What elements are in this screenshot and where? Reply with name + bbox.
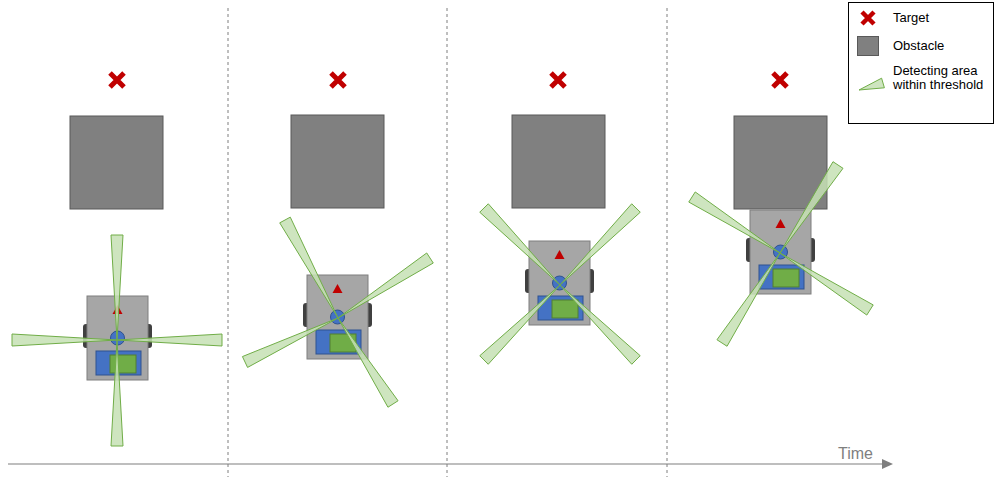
- detecting-beam: [117, 334, 222, 346]
- target-mark: [773, 73, 787, 87]
- time-axis: [8, 463, 882, 464]
- detecting-beam: [12, 334, 117, 346]
- detecting-beam: [560, 285, 640, 364]
- detecting-beam: [111, 235, 123, 340]
- target-mark: [331, 73, 345, 87]
- time-step: [480, 73, 641, 364]
- detecting-beam: [780, 253, 873, 315]
- time-step: [12, 73, 222, 446]
- legend-swatch: [857, 36, 879, 56]
- detecting-beam: [780, 162, 843, 253]
- time-step: [242, 73, 433, 407]
- legend-text: Target: [893, 11, 991, 25]
- detecting-beam: [560, 204, 640, 285]
- target-mark: [862, 12, 874, 24]
- time-arrowhead: [882, 459, 893, 469]
- time-step: [689, 73, 873, 346]
- detecting-beam: [717, 253, 780, 346]
- target-mark: [551, 73, 565, 87]
- target-mark: [110, 73, 124, 87]
- panel-separator: [228, 8, 229, 477]
- panel-separator: [667, 8, 668, 477]
- obstacle: [734, 116, 827, 209]
- detecting-beam: [280, 217, 338, 318]
- detecting-beam: [111, 340, 123, 446]
- detecting-beam: [480, 285, 560, 364]
- obstacle: [70, 116, 163, 209]
- panel-separator: [447, 8, 448, 477]
- detecting-beam: [859, 78, 884, 90]
- detecting-beam: [338, 318, 398, 407]
- detecting-beam: [338, 253, 433, 318]
- detecting-beam: [480, 204, 560, 285]
- legend-text: Obstacle: [893, 39, 991, 53]
- axis-label: Time: [838, 445, 873, 463]
- detecting-beam: [242, 318, 338, 367]
- obstacle: [291, 115, 384, 208]
- legend-text: Detecting area within threshold: [893, 64, 991, 92]
- obstacle: [512, 115, 605, 208]
- detecting-beam: [689, 192, 780, 253]
